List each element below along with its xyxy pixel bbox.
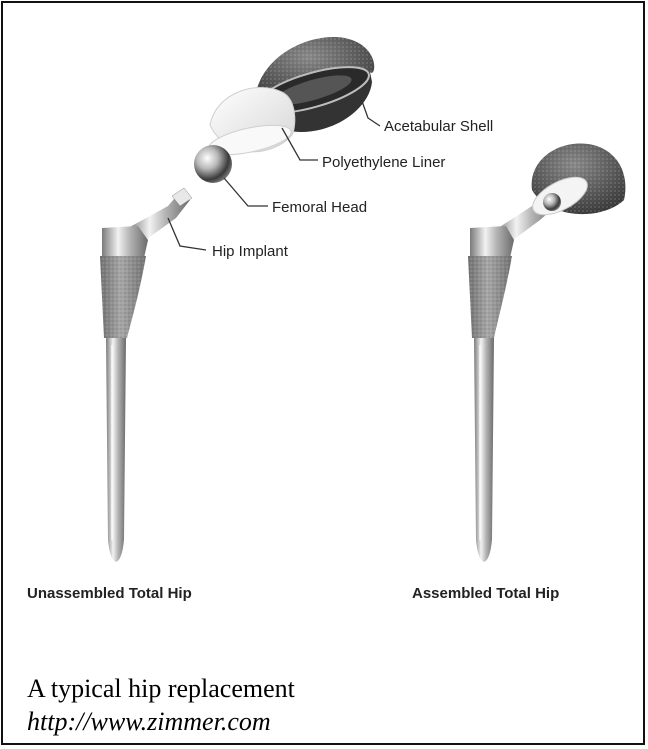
label-acetabular-shell: Acetabular Shell (384, 118, 493, 135)
femoral-head (194, 145, 232, 183)
figure-caption: A typical hip replacement http://www.zim… (27, 672, 295, 738)
label-polyethylene-liner: Polyethylene Liner (322, 154, 445, 171)
label-femoral-head: Femoral Head (272, 199, 367, 216)
label-assembled: Assembled Total Hip (412, 585, 559, 602)
label-unassembled: Unassembled Total Hip (27, 585, 192, 602)
leader-head (224, 178, 268, 206)
caption-url: http://www.zimmer.com (27, 705, 295, 738)
label-hip-implant: Hip Implant (212, 243, 289, 260)
assembled-stem (468, 196, 556, 562)
caption-title: A typical hip replacement (27, 674, 295, 703)
assembled-cup (527, 143, 625, 222)
leader-implant (168, 218, 206, 250)
unassembled-stem (100, 188, 192, 562)
